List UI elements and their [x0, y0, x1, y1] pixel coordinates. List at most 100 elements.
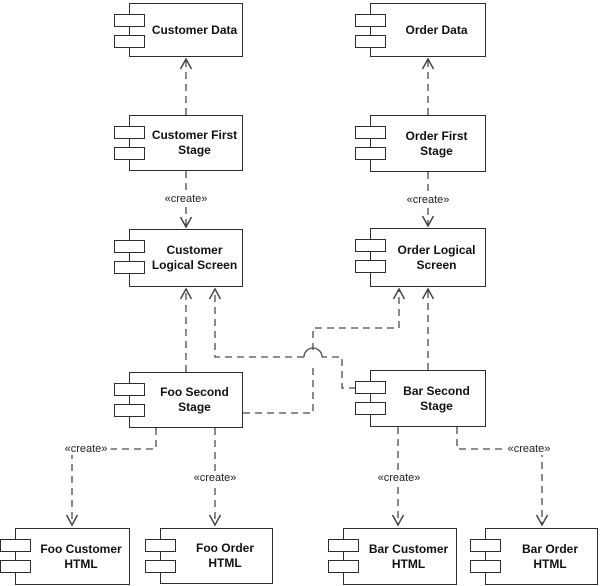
- open-arrowhead: [179, 57, 193, 70]
- line-crossing-hop: [303, 347, 323, 358]
- component-icon-tab: [114, 240, 145, 253]
- open-arrowhead: [179, 287, 193, 300]
- stereotype-label: «create»: [61, 443, 111, 455]
- component-label-line: Stage: [178, 143, 211, 157]
- component-label-line: HTML: [391, 556, 426, 571]
- component-label-line: Bar Customer: [368, 541, 449, 556]
- component-icon-tab: [355, 381, 386, 394]
- component-icon-tab: [328, 560, 359, 573]
- stereotype-label: «create»: [403, 194, 453, 206]
- dependency-bar-second-stage-to-bar-order-html: [456, 427, 549, 527]
- dependency-line: [71, 428, 157, 525]
- component-label-line: HTML: [64, 556, 98, 571]
- dependency-line: [214, 289, 304, 358]
- component-icon-tab: [355, 14, 386, 27]
- stereotype-label: «create»: [504, 443, 554, 455]
- component-label-line: Customer Data: [151, 22, 238, 37]
- component-label-line: Foo Second: [160, 385, 229, 399]
- dependency-foo-second-stage-to-foo-customer-html: [65, 428, 157, 527]
- component-icon-tab: [470, 560, 501, 573]
- component-label-line: Foo Order: [195, 541, 254, 555]
- stereotype-label: «create»: [374, 472, 424, 484]
- component-label: Order Data: [371, 4, 485, 56]
- component-label-line: Stage: [178, 400, 211, 414]
- component-icon-tab: [145, 560, 176, 573]
- component-label-line: Order Logical: [397, 242, 476, 257]
- dependency-line: [456, 427, 543, 525]
- dependency-line: [312, 289, 400, 350]
- open-arrowhead: [208, 287, 222, 300]
- open-arrowhead: [391, 514, 405, 527]
- open-arrowhead: [421, 57, 435, 70]
- component-icon-tab: [0, 560, 31, 573]
- component-label-line: Bar Order: [521, 541, 579, 556]
- component-label-line: Order First: [405, 128, 468, 143]
- component-order-data: Order Data: [355, 3, 486, 57]
- component-icon-tab: [0, 539, 31, 552]
- component-icon-tab: [114, 126, 145, 139]
- component-icon-tab: [145, 539, 176, 552]
- dependency-line: [322, 356, 356, 389]
- component-icon-tab: [355, 35, 386, 48]
- component-icon-tab: [355, 260, 386, 273]
- component-label-line: HTML: [208, 556, 242, 570]
- component-icon-tab: [114, 35, 145, 48]
- component-label-line: Customer First: [151, 128, 238, 142]
- component-icon-tab: [114, 383, 145, 396]
- open-arrowhead: [179, 216, 193, 229]
- component-label-line: Order Data: [405, 22, 468, 37]
- dependency-foo-second-stage-to-order-logical-screen: [243, 287, 406, 414]
- component-icon-tab: [355, 147, 386, 160]
- dependency-bar-second-stage-to-order-logical-screen: [421, 287, 435, 370]
- dependency-order-first-stage-to-order-data: [421, 57, 435, 115]
- component-icon-tab: [470, 539, 501, 552]
- component-icon-tab: [328, 539, 359, 552]
- open-arrowhead: [535, 514, 549, 527]
- component-label: Customer Data: [130, 4, 242, 56]
- component-icon-tab: [355, 402, 386, 415]
- dependency-foo-second-stage-to-customer-logical-screen: [179, 287, 193, 372]
- open-arrowhead: [421, 215, 435, 228]
- component-icon-tab: [114, 14, 145, 27]
- dependency-line: [243, 364, 314, 414]
- component-label-line: Stage: [420, 398, 453, 413]
- component-label-line: Bar Second: [403, 383, 470, 398]
- stereotype-label: «create»: [190, 472, 240, 484]
- open-arrowhead: [65, 514, 79, 527]
- component-label-line: HTML: [533, 556, 567, 571]
- dependency-bar-second-stage-to-customer-logical-screen: [208, 287, 356, 389]
- component-customer-data: Customer Data: [114, 3, 243, 57]
- dependency-customer-first-stage-to-customer-data: [179, 57, 193, 115]
- component-label-line: Stage: [420, 143, 453, 158]
- component-label-line: Foo Customer: [40, 541, 122, 556]
- component-label-line: Customer: [166, 243, 223, 257]
- stereotype-label: «create»: [161, 193, 211, 205]
- component-label-line: Logical Screen: [151, 258, 238, 272]
- component-icon-tab: [114, 404, 145, 417]
- component-icon-tab: [114, 147, 145, 160]
- open-arrowhead: [392, 287, 406, 300]
- open-arrowhead: [421, 287, 435, 300]
- component-icon-tab: [355, 126, 386, 139]
